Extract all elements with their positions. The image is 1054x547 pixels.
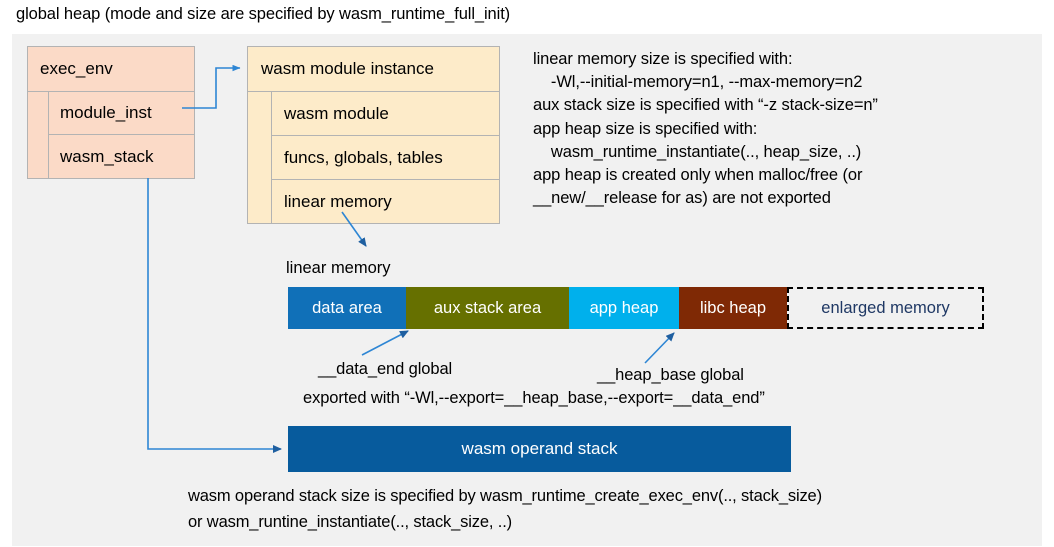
exec-env-field-wasm-stack: wasm_stack	[49, 135, 194, 178]
linear-memory-strip-caption: linear memory	[286, 259, 391, 277]
annotation-heap-base: __heap_base global	[597, 366, 744, 384]
wasm-operand-stack-bar: wasm operand stack	[288, 426, 791, 472]
wasm-module-instance-box: wasm module instance wasm module funcs, …	[247, 46, 500, 224]
annotation-exported-with: exported with “-Wl,--export=__heap_base,…	[303, 389, 765, 407]
wasm-module-label: wasm module	[284, 103, 389, 123]
wasm-module-instance-title-label: wasm module instance	[261, 59, 434, 78]
memory-segment-enlarged-memory: enlarged memory	[787, 287, 984, 329]
wasm-module-instance-indent-column	[248, 92, 272, 223]
memory-segment-app-heap: app heap	[569, 287, 679, 329]
exec-env-title: exec_env	[28, 47, 194, 92]
wasm-stack-label: wasm_stack	[60, 146, 154, 166]
annotation-data-end: __data_end global	[318, 360, 453, 378]
wasm-operand-stack-label: wasm operand stack	[461, 439, 618, 458]
exec-env-title-label: exec_env	[40, 59, 113, 78]
memory-segment-data-area: data area	[288, 287, 406, 329]
memory-segment-aux-stack-area: aux stack area	[406, 287, 569, 329]
linear-memory-label: linear memory	[284, 192, 392, 211]
exec-env-box: exec_env module_inst wasm_stack	[27, 46, 195, 179]
diagram-title: global heap (mode and size are specified…	[16, 5, 511, 23]
operand-stack-note: wasm operand stack size is specified by …	[188, 487, 822, 531]
funcs-globals-tables-label: funcs, globals, tables	[284, 147, 443, 167]
wasm-module-instance-field-funcs-globals-tables: funcs, globals, tables	[272, 136, 499, 180]
wasm-module-instance-field-wasm-module: wasm module	[272, 92, 499, 136]
configuration-notes: linear memory size is specified with: -W…	[533, 50, 878, 208]
module-inst-label: module_inst	[60, 103, 152, 122]
exec-env-indent-column	[28, 92, 49, 178]
exec-env-field-module-inst: module_inst	[49, 92, 194, 135]
wasm-module-instance-title: wasm module instance	[248, 47, 499, 92]
memory-segment-libc-heap: libc heap	[679, 287, 787, 329]
wasm-module-instance-field-linear-memory: linear memory	[272, 180, 499, 224]
